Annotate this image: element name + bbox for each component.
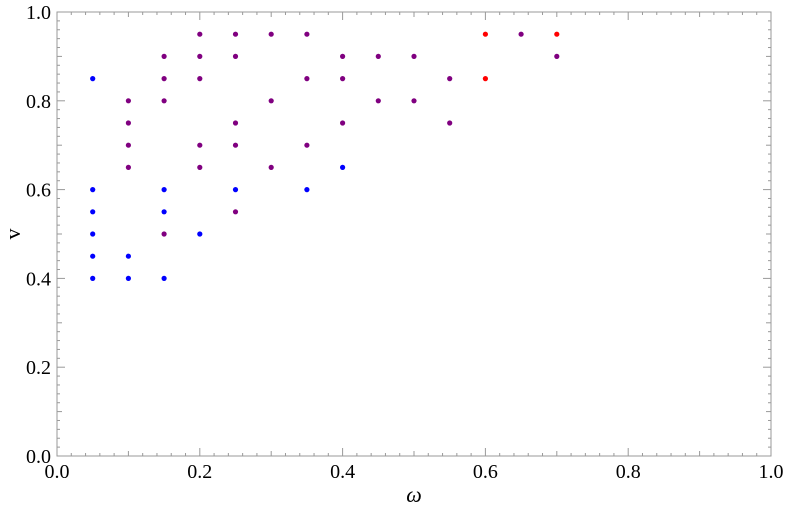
scatter-point — [268, 98, 274, 104]
scatter-point — [125, 142, 131, 148]
scatter-point — [375, 53, 381, 60]
scatter-point — [197, 164, 203, 170]
scatter-point — [161, 275, 167, 281]
scatter-point — [304, 187, 310, 193]
scatter-point — [161, 231, 167, 237]
x-tick-label: 0.2 — [187, 461, 212, 483]
axis-ticks — [56, 11, 772, 457]
scatter-point — [232, 142, 239, 148]
scatter-point — [340, 120, 346, 126]
scatter-point — [161, 53, 167, 60]
scatter-point — [554, 53, 560, 60]
y-axis-title: v — [0, 229, 25, 240]
scatter-point — [232, 120, 239, 126]
scatter-point — [304, 31, 310, 37]
scatter-point — [411, 98, 417, 104]
data-points — [90, 31, 560, 281]
scatter-point — [268, 164, 274, 170]
x-tick-label: 0.0 — [45, 461, 70, 483]
scatter-point — [447, 76, 453, 82]
scatter-point — [90, 253, 96, 259]
scatter-point — [197, 142, 203, 148]
scatter-point — [161, 187, 167, 193]
y-tick-label: 0.6 — [26, 180, 51, 202]
y-tick-label: 0.2 — [26, 357, 51, 379]
scatter-point — [197, 53, 203, 60]
x-tick-label: 0.8 — [616, 461, 641, 483]
scatter-point — [125, 253, 131, 259]
scatter-point — [554, 31, 560, 37]
x-tick-label: 0.4 — [330, 461, 355, 483]
scatter-point — [304, 142, 310, 148]
scatter-point — [375, 98, 381, 104]
scatter-point — [90, 76, 96, 82]
scatter-point — [90, 231, 96, 237]
scatter-point — [232, 53, 239, 60]
scatter-point — [161, 76, 167, 82]
scatter-point — [340, 76, 346, 82]
scatter-point — [340, 53, 346, 60]
scatter-point — [482, 76, 488, 82]
tick-labels: 0.0 0.2 0.4 0.6 0.8 1.0 0.0 0.2 0.4 0.6 0.8 1.0 — [26, 2, 784, 483]
scatter-point — [197, 31, 203, 37]
y-tick-label: 0.4 — [26, 268, 51, 290]
scatter-point — [90, 187, 96, 193]
scatter-point — [482, 31, 488, 37]
scatter-point — [232, 209, 239, 215]
y-tick-label: 1.0 — [26, 2, 51, 24]
scatter-point — [518, 31, 524, 37]
scatter-point — [125, 98, 131, 104]
scatter-point — [197, 231, 203, 237]
scatter-point — [268, 31, 274, 37]
scatter-point — [90, 209, 96, 215]
scatter-point — [340, 164, 346, 170]
scatter-point — [90, 275, 96, 281]
scatter-point — [232, 31, 239, 37]
scatter-point — [304, 76, 310, 82]
scatter-point — [161, 98, 167, 104]
scatter-point — [411, 53, 417, 60]
x-tick-label: 0.6 — [473, 461, 498, 483]
scatter-point — [232, 187, 239, 193]
scatter-point — [447, 120, 453, 126]
scatter-point — [197, 76, 203, 82]
scatter-point — [125, 120, 131, 126]
y-tick-label: 0.8 — [26, 91, 51, 113]
x-axis-title: ω — [406, 482, 422, 507]
scatter-point — [125, 275, 131, 281]
scatter-point — [161, 209, 167, 215]
x-tick-label: 1.0 — [759, 461, 784, 483]
scatter-point — [125, 164, 131, 170]
y-tick-label: 0.0 — [26, 446, 51, 468]
